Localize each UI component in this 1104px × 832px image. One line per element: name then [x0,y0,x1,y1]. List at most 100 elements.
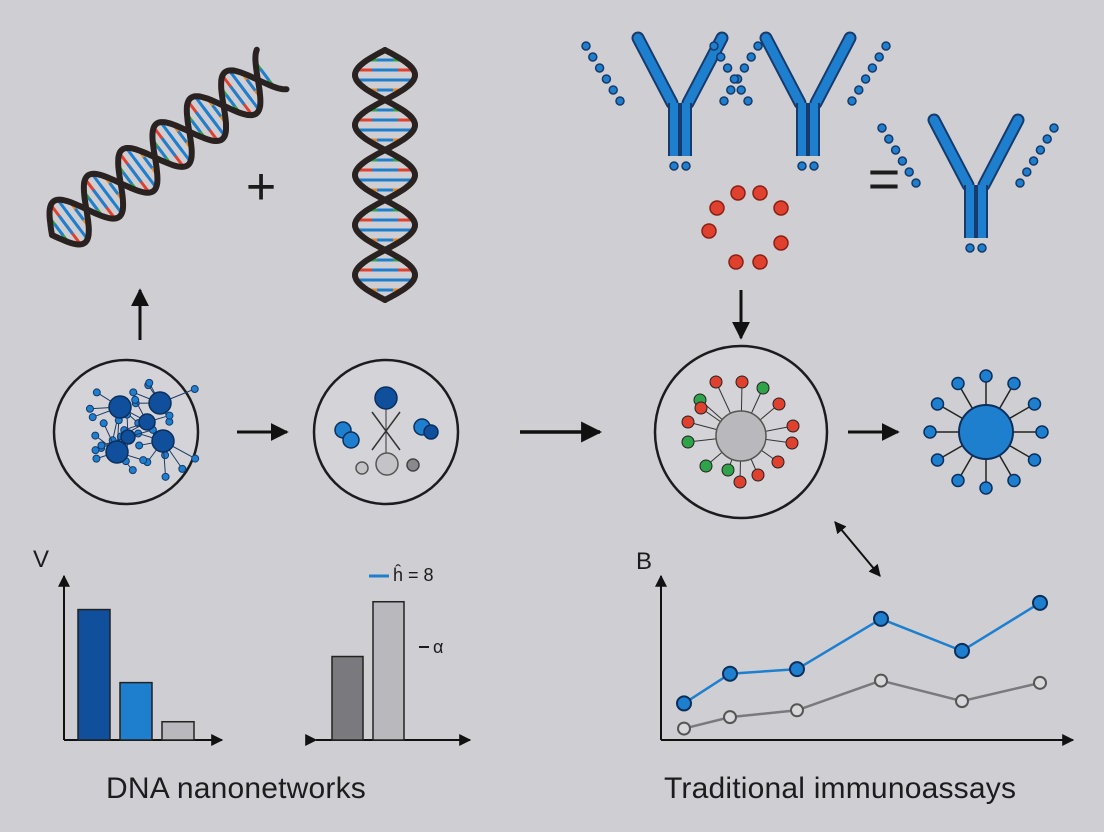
antibody-dot [601,74,612,84]
base-pair [53,223,65,237]
network-node [88,413,97,422]
nanoparticle-node [1035,425,1049,439]
series-point [676,695,692,712]
bar [77,608,111,741]
antibody-dot [1015,178,1025,188]
series-point [874,673,888,688]
right-chart-axis-label: B [636,548,653,575]
series-line [683,601,1041,705]
assembly-node [406,458,420,472]
antigen-dot [730,185,746,201]
network-node [92,388,101,397]
particle-dot [733,475,747,489]
antibody-dot [681,161,691,171]
antibody-dot [615,96,625,106]
base-pair [229,85,246,106]
antibody-dot [588,52,598,62]
base-pair [74,207,85,221]
antibody-arm [811,33,855,108]
antibody-dot [874,52,884,62]
base-pair [133,157,150,178]
antibody-dot [729,74,740,84]
antigen-dot [773,235,789,251]
antibody-dot [581,41,591,51]
network-node [97,441,106,450]
network-node [99,419,108,428]
network-node [128,466,137,475]
bar [372,600,405,741]
antigen-dot [728,254,744,270]
antibody-dot [594,63,605,73]
series-point [790,703,804,718]
series-point [1033,675,1047,690]
series-point [873,610,889,627]
dna-network-circle [52,358,200,506]
network-node [129,388,138,397]
base-pair [87,197,99,211]
network-node [85,404,94,413]
nanoparticle-node [930,397,945,411]
particle-core [715,410,767,462]
particle-dot [756,381,770,395]
network-node [191,454,200,463]
particle-dot [771,455,785,469]
base-pair [201,106,218,126]
nanoparticle-node [923,425,937,439]
antibody-dot [904,167,914,177]
antigen-dot [752,185,768,201]
base-pair [195,111,211,132]
nanoparticle-node [1027,453,1042,467]
base-pair [160,137,177,157]
particle-dot [699,459,713,473]
network-hub [148,391,172,415]
series-point [1032,594,1048,611]
legend-entry-bottom: α [433,637,444,657]
blue-nanoparticle-icon [923,369,1049,495]
antibody-dot [1049,123,1059,133]
antibody-dot [965,243,975,253]
antibody-dot [797,161,807,171]
nanoparticle-node [951,473,965,488]
antigen-ring-icon [701,185,789,270]
antibody-dot [743,96,753,106]
antibody-arm [761,33,805,108]
antibody-dot [854,85,864,95]
assembly-node [423,424,439,440]
particle-dot [721,463,735,477]
antibody-dot [847,96,857,106]
base-pair [156,145,168,159]
network-node [92,454,101,463]
particle-dot [694,401,708,415]
antibody-result-icon [877,113,1059,253]
antibody-dot [669,161,679,171]
antibody-arm [929,115,973,190]
antibody-dot [753,41,763,51]
particle-dot [772,397,786,411]
series-line [683,679,1041,730]
antibody-dot [716,52,726,62]
bar [331,655,364,741]
bar [119,681,153,741]
immunoassay-particle-circle [653,344,829,520]
assembly-node [342,431,360,449]
left-chart-axis-label: V [33,546,50,573]
base-pair [142,156,154,169]
series-point [722,665,738,682]
base-pair [190,119,202,133]
double-arrow-icon [834,521,881,577]
network-hub [151,429,175,453]
nanoparticle-node [1007,473,1021,488]
antigen-dot [709,200,725,216]
base-pair [259,68,271,82]
particle-dot [785,436,799,450]
antibody-icon [581,31,763,171]
antibody-dot [1042,134,1052,144]
antibody-dot [897,156,908,166]
antibody-dot [1028,156,1039,166]
nanoparticle-node [951,376,965,391]
network-node [131,395,140,404]
bar [161,720,195,741]
antibody-dot [884,134,894,144]
